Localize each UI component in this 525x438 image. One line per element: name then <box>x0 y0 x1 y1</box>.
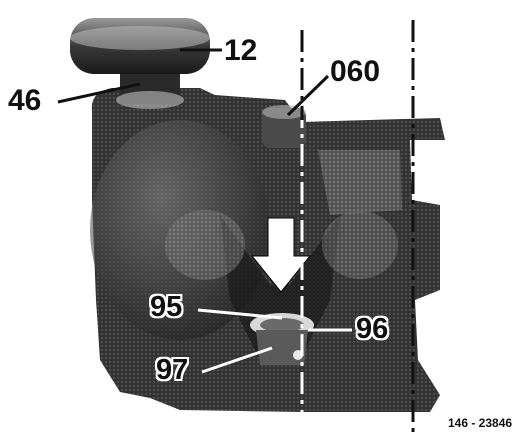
lower-left-boss <box>165 210 245 280</box>
leader-46 <box>57 82 141 104</box>
valve-body-97 <box>256 330 308 365</box>
cap-neck-ring <box>116 91 184 109</box>
figure-reference-code: 146 - 23846 <box>448 416 513 430</box>
callout-97: 97 <box>156 354 189 386</box>
leader-97 <box>201 346 273 374</box>
center-fitting-top <box>262 105 306 119</box>
valve-seat-inner <box>260 318 304 332</box>
callout-96: 96 <box>356 313 389 345</box>
callout-060: 060 <box>330 55 381 88</box>
callout-12: 12 <box>224 34 258 67</box>
direction-arrow <box>250 217 312 293</box>
leader-95 <box>197 308 283 320</box>
engine-block-right-highlight <box>318 150 402 215</box>
lower-right-boss <box>322 211 398 279</box>
callout-46: 46 <box>8 84 42 117</box>
leader-060 <box>286 74 330 117</box>
top-cap-rim <box>70 26 210 50</box>
callout-95: 95 <box>150 291 183 323</box>
